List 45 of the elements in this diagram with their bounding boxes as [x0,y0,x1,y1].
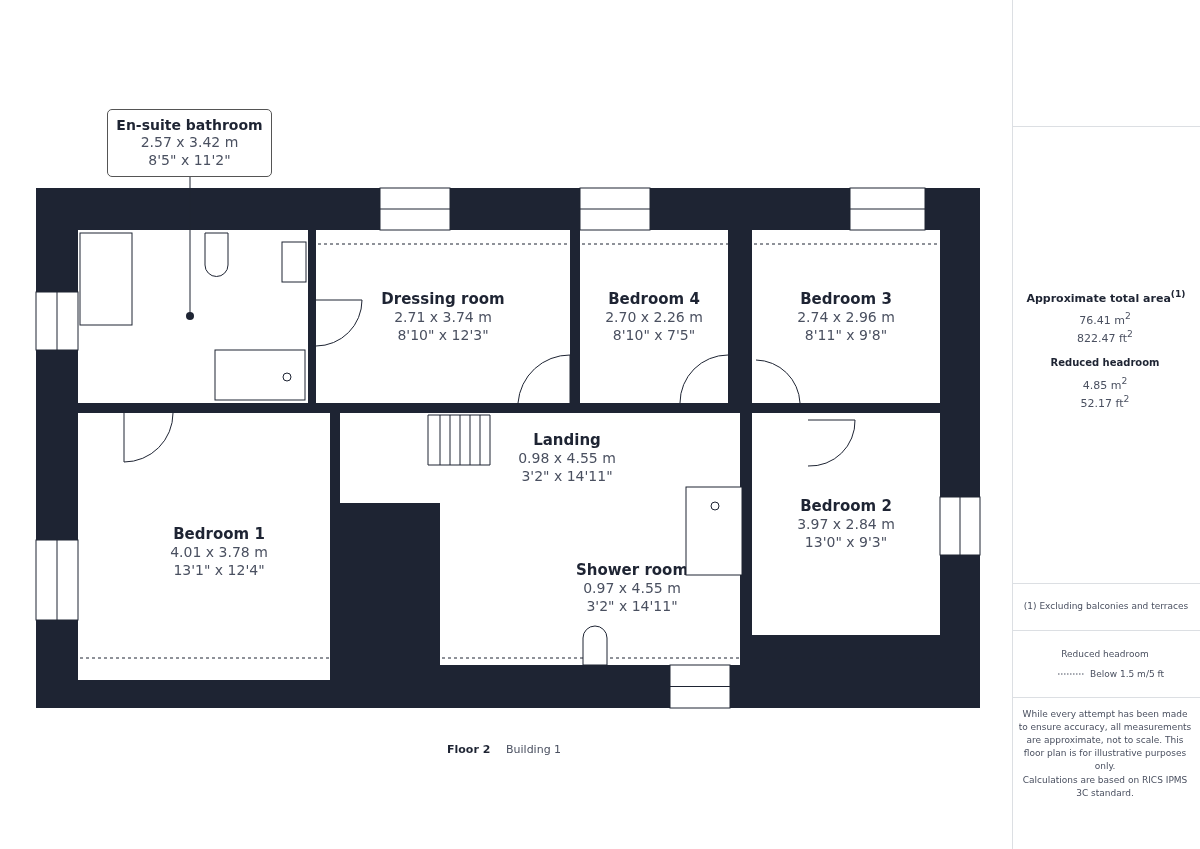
room-dimensions: 8'10" x 12'3" [397,325,489,344]
room-dimensions: 8'5" x 11'2" [148,151,231,169]
room [752,413,940,635]
room [580,230,728,403]
room-dimensions: 3.97 x 2.84 m [797,515,895,533]
summary-heading: Approximate total area$^{(1)}$ [1025,287,1187,307]
room [752,230,940,403]
room-dimensions: 3'2" x 14'11" [521,467,613,485]
room-dimensions: 13'1" x 12'4" [173,560,265,579]
room-name: Dressing room [381,289,505,308]
room [316,230,570,403]
area-value: 4.85 m$^{2}$ [1081,374,1129,394]
room-dimensions: 8'10" x 7'5" [612,325,696,344]
room-dimensions: 0.97 x 4.55 m [583,579,681,597]
disclaimer-text: Calculations are based on RICS IPMS 3C standard. [1021,774,1189,800]
room-dimensions: 2.57 x 3.42 m [140,133,239,151]
area-value: 52.17 ft$^{2}$ [1079,392,1131,412]
floor-label: Floor 2 [447,742,491,758]
footnote-text: (1) Excluding balconies and terraces [1022,600,1190,613]
building-label: Building 1 [506,742,562,758]
room-dimensions: 2.74 x 2.96 m [797,307,895,326]
room-dimensions: 2.70 x 2.26 m [605,307,703,326]
room-name: Bedroom 1 [173,524,265,543]
room-name: En-suite bathroom [116,117,263,133]
room-dimensions: 2.71 x 3.74 m [394,307,492,326]
room [78,413,330,680]
room-name: Bedroom 2 [800,497,892,515]
area-value: 822.47 ft$^{2}$ [1076,327,1134,347]
room-dimensions: 4.01 x 3.78 m [170,542,268,561]
room-dimensions: 3'2" x 14'11" [586,597,678,615]
legend-text: Below 1.5 m/5 ft [1090,668,1165,681]
room-name: Bedroom 4 [608,289,700,308]
area-value: 76.41 m$^{2}$ [1078,309,1132,329]
callout-box [107,109,272,177]
room-dimensions: 13'0" x 9'3" [804,533,888,551]
room-name: Shower room [575,561,689,579]
room-name: Landing [533,431,601,449]
room-dimensions: 8'11" x 9'8" [804,325,888,344]
leader-line [186,176,194,320]
legend-heading: Reduced headroom [1060,648,1150,661]
room-name: Bedroom 3 [800,289,892,308]
disclaimer-text: While every attempt has been made to ensure accuracy, all measurements are approximate, not to scale. This floor plan is for illustrative purposes only. [1018,708,1192,773]
summary-heading: Reduced headroom [1049,356,1161,370]
room-dimensions: 0.98 x 4.55 m [518,449,616,467]
room [340,413,740,503]
